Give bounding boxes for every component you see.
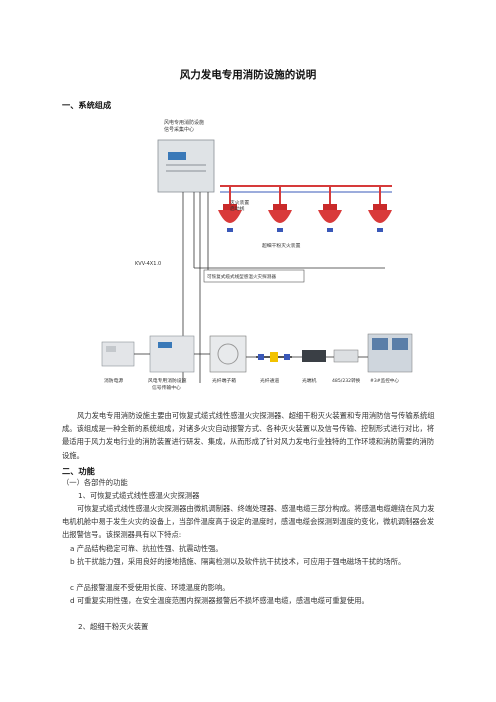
extinguisher-pipe-network [220,185,392,204]
extinguisher-unit [218,204,242,232]
fire-power-supply [101,341,135,367]
detector-label: 可恢复式缆式线型感温火灾探测器 [207,273,276,280]
feature-a: a 产品结构稳定可靠、抗拉性强、抗震动性强。 [70,544,223,553]
label-monitor: #3#监控中心 [370,377,399,384]
cabinet-label-line1: 风电专用消防设施 [164,119,204,126]
optical-transceiver [302,350,326,362]
label-converter: 485/232转换 [332,377,361,384]
fiber-channel [256,352,292,362]
feature-b-text: b 抗干扰能力强，采用良好的接地措施、隔离检测以及软件抗干扰技术，可应用于强电磁… [70,557,406,566]
fire-start-label-1: 灭火装置 [230,199,249,206]
label-transmission-1: 风电专用消防设施 [148,377,187,384]
extinguisher-unit [368,204,392,232]
detector-paragraph: 可恢复式缆式线性感温火灾探测器由微机调制器、终端处理器、感温电缆三部分构成。将感… [62,502,438,542]
label-optical: 光端机 [302,377,317,384]
section-heading-system: 一、系统组成 [62,100,112,110]
cable-spec-label: KVV-4X1.0 [135,261,161,267]
extinguisher-unit [318,204,342,232]
feature-b: b 抗干扰能力强，采用良好的接地措施、隔离检测以及软件抗干扰技术，可应用于强电磁… [62,555,438,568]
feature-d-text: d 可重复实用性强，在安全温度范围内探测器报警后不损坏感温电缆，感温电缆可重复使… [70,596,369,605]
subsection-heading: （一）各部件的功能 [62,478,128,487]
cabinet-label-line2: 信号采集中心 [164,126,194,133]
signal-transmission-center [149,335,195,373]
document-title: 风力发电专用消防设施的说明 [179,69,317,81]
intro-paragraph: 风力发电专用消防设施主要由可恢复式缆式线性感温火灾探测器、超细干粉灭火装置和专用… [62,409,438,462]
converter-485-232 [333,349,359,363]
fire-start-label-2: 启动线 [230,205,245,212]
monitoring-center [367,333,413,373]
feature-c: c 产品报警温度不受使用长度、环境温度的影响。 [70,583,230,592]
section-heading-function: 二、功能 [62,466,95,476]
label-transmission-2: 信号传输中心 [152,384,181,391]
extinguisher-label: 超细干粉灭火装置 [262,242,301,249]
extinguisher-unit [268,204,292,232]
system-diagram: 风电专用消防设施 信号采集中心 KVV-4X1.0 可恢复式缆式线型感温火灾探测… [101,119,413,391]
label-fiber-box: 光纤端子箱 [212,377,236,384]
label-fiber-channel: 光纤通道 [260,377,279,384]
feature-d: d 可重复实用性强，在安全温度范围内探测器报警后不损坏感温电缆，感温电缆可重复使… [62,594,438,607]
detector-text: 可恢复式缆式线性感温火灾探测器由微机调制器、终端处理器、感温电缆三部分构成。将感… [62,504,435,540]
item-heading-detector: 1、可恢复式缆式线性感温火灾探测器 [78,491,200,500]
intro-text: 风力发电专用消防设施主要由可恢复式缆式线性感温火灾探测器、超细干粉灭火装置和专用… [62,411,435,460]
label-power: 消防电源 [104,377,123,384]
item-heading-extinguisher: 2、超细干粉灭火装置 [78,622,149,631]
fiber-terminal-box [209,335,247,373]
signal-collection-cabinet [157,139,215,193]
